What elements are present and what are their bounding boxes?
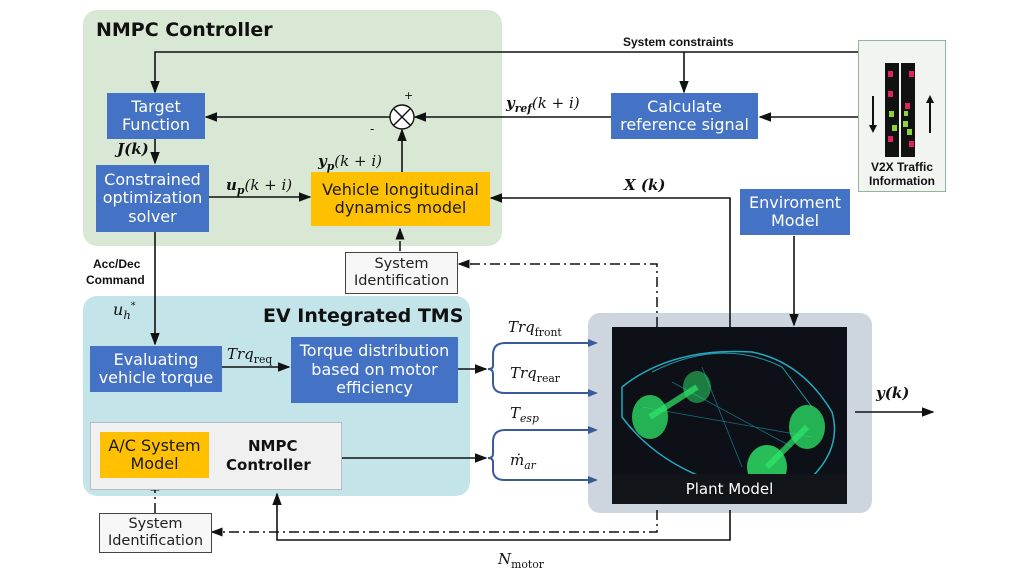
front-torque-label: Trqfront <box>508 318 562 339</box>
system-identification-top[interactable]: System Identification <box>345 252 458 294</box>
yp-sub: p <box>326 160 335 173</box>
nmpc-panel-title: NMPC Controller <box>96 19 273 41</box>
acc-dec-label-1: Acc/Dec <box>93 257 141 271</box>
vehicle-dynamics-block[interactable]: Vehicle longitudinal dynamics model <box>311 172 490 226</box>
compressor-speed-label: Tesp <box>510 404 539 425</box>
trq-rear-sub: rear <box>536 372 560 385</box>
yp-symbol: y <box>318 152 327 170</box>
summer-minus-sign: - <box>370 122 375 136</box>
traffic-road-icon <box>869 63 934 157</box>
evaluating-torque-block[interactable]: Evaluating vehicle torque <box>90 346 222 392</box>
control-sequence-label: up(k + i) <box>226 176 292 197</box>
motor-speed-feedback <box>272 492 731 541</box>
u-sub: p <box>236 184 245 197</box>
tms-panel-title: EV Integrated TMS <box>263 305 464 327</box>
tms-nmpc-label-2: Controller <box>226 456 311 474</box>
ac-brace <box>487 429 588 481</box>
optimization-solver-block[interactable]: Constrained optimization solver <box>96 165 209 232</box>
torque-request-label: Trqreq <box>227 345 272 366</box>
yref-sub: ref <box>514 102 532 115</box>
uh-sub: h <box>123 308 131 323</box>
torque-distribution-block[interactable]: Torque distribution based on motor effic… <box>291 337 458 403</box>
tesp-symbol: T <box>510 404 521 422</box>
plant-model-caption: Plant Model <box>612 474 847 504</box>
summer-plus-sign: + <box>404 89 414 102</box>
output-label: y(k) <box>876 384 910 402</box>
v2x-line1: V2X Traffic <box>870 160 934 174</box>
air-flow-label: ṁar <box>510 451 536 472</box>
trq-req-sub: req <box>253 353 273 366</box>
u-arg: (k + i) <box>244 176 293 194</box>
uh-sup: * <box>130 300 136 312</box>
ac-system-model-block[interactable]: A/C System Model <box>100 432 209 478</box>
uh-symbol: u <box>113 300 124 319</box>
yref-arg: (k + i) <box>531 94 580 112</box>
target-function-block[interactable]: Target Function <box>107 93 205 139</box>
acc-dec-label-2: Command <box>86 273 145 287</box>
rear-torque-label: Trqrear <box>510 364 560 385</box>
v2x-traffic-box[interactable] <box>858 40 946 192</box>
tms-nmpc-label-1: NMPC <box>248 437 298 455</box>
system-constraints-label: System constraints <box>623 35 734 49</box>
summing-junction <box>389 104 415 130</box>
sysid-top-feedback <box>457 259 658 327</box>
u-symbol: u <box>226 176 237 194</box>
mar-symbol: ṁ <box>510 451 525 469</box>
n-symbol: N <box>498 550 512 568</box>
mar-sub: ar <box>524 459 536 472</box>
state-feedback-line <box>489 193 731 327</box>
calculate-reference-block[interactable]: Calculate reference signal <box>611 93 758 139</box>
tesp-sub: esp <box>520 412 539 425</box>
reference-output-label: yref(k + i) <box>506 94 580 115</box>
torque-brace <box>487 342 588 394</box>
predicted-output-label: yp(k + i) <box>318 152 382 173</box>
motor-speed-label: Nmotor <box>498 550 544 571</box>
environment-model-block[interactable]: Enviroment Model <box>740 189 850 235</box>
trq-front-sub: front <box>534 326 562 339</box>
sysid-bottom-feedback <box>210 510 658 537</box>
v2x-line2: Information <box>869 174 935 189</box>
state-label: X (k) <box>624 176 666 194</box>
n-sub: motor <box>511 558 544 571</box>
cost-label: J(k) <box>117 140 149 158</box>
trq-front-symbol: Trq <box>508 318 535 336</box>
trq-rear-symbol: Trq <box>510 364 537 382</box>
trq-req-symbol: Trq <box>227 345 254 363</box>
system-constraints-line <box>150 51 901 94</box>
system-identification-bottom[interactable]: System Identification <box>99 513 212 553</box>
yref-symbol: y <box>506 94 515 112</box>
optimal-command-label: uh* <box>113 300 136 322</box>
yp-arg: (k + i) <box>334 152 382 170</box>
